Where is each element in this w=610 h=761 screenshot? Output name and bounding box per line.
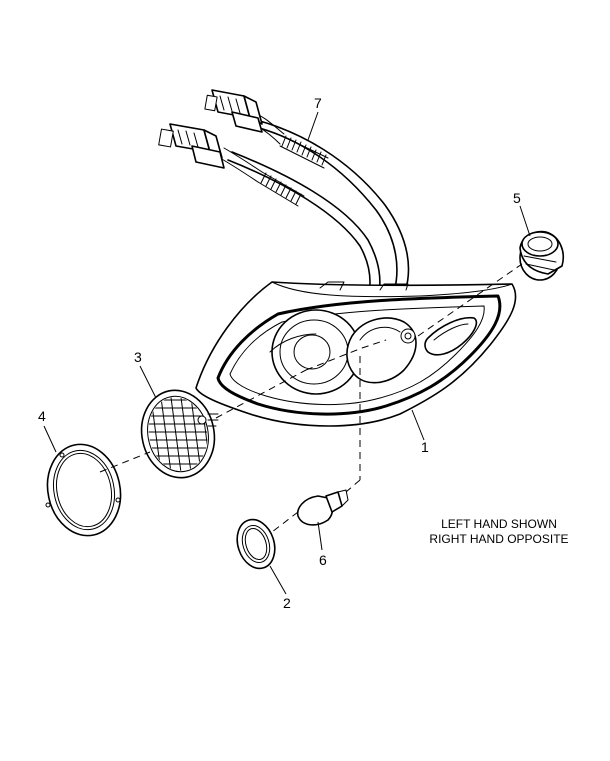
headlamp-housing bbox=[195, 281, 517, 427]
retaining-ring bbox=[45, 443, 122, 537]
harness-connector-lower bbox=[158, 123, 225, 169]
callout-6: 6 bbox=[319, 552, 327, 568]
callout-3: 3 bbox=[134, 349, 142, 365]
leader-lines bbox=[43, 111, 531, 595]
marker-slot bbox=[424, 316, 478, 356]
bulb bbox=[296, 489, 349, 526]
turn-lamp-cavity bbox=[346, 317, 417, 384]
sealed-beam-lamp bbox=[140, 389, 219, 479]
callout-1: 1 bbox=[421, 439, 429, 455]
callout-7: 7 bbox=[314, 95, 322, 111]
note-line-2: RIGHT HAND OPPOSITE bbox=[429, 532, 568, 546]
lens-ring bbox=[236, 518, 276, 570]
note-line-1: LEFT HAND SHOWN bbox=[441, 517, 557, 531]
harness-sleeve-lower bbox=[257, 171, 305, 207]
assembly-lines bbox=[99, 263, 523, 533]
harness-sleeve-upper bbox=[279, 135, 329, 169]
callout-2: 2 bbox=[283, 595, 291, 611]
harness-connector-upper bbox=[204, 89, 263, 133]
bulb-socket bbox=[519, 230, 564, 281]
callout-4: 4 bbox=[38, 408, 46, 424]
callout-5: 5 bbox=[513, 190, 521, 206]
wiring-harness bbox=[158, 89, 410, 299]
